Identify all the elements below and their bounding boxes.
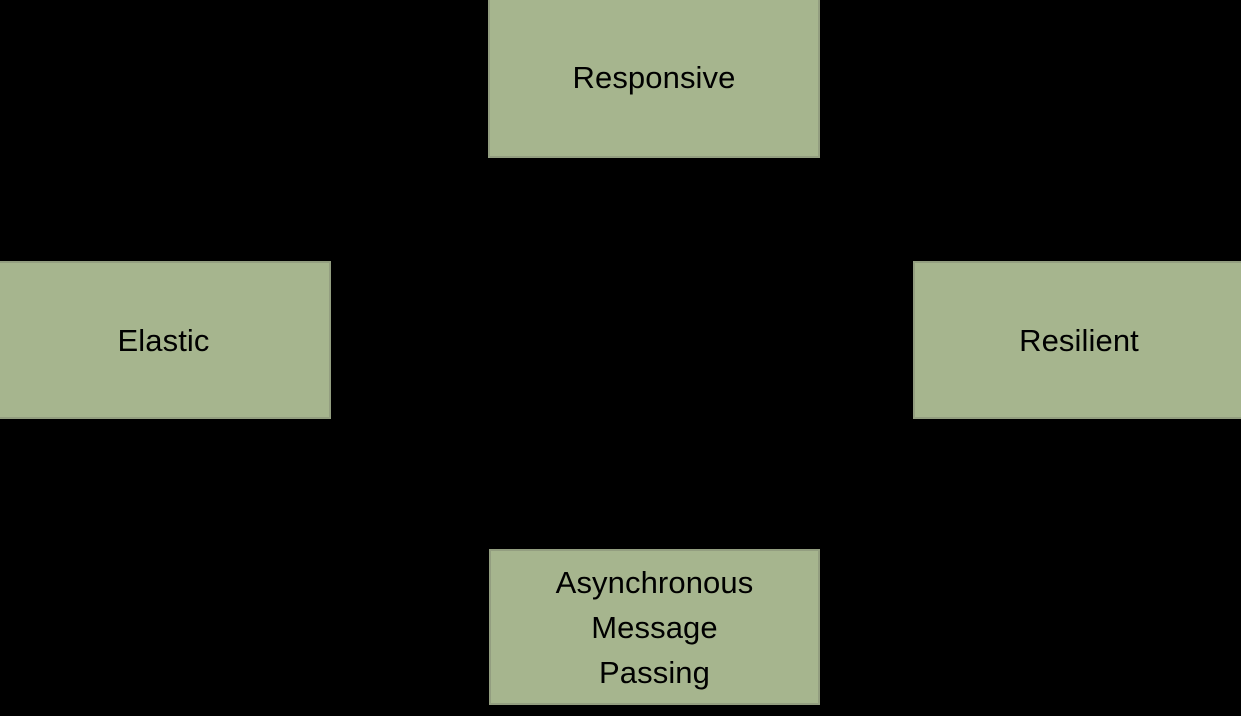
node-resilient-label: Resilient bbox=[1019, 322, 1139, 358]
notch-elastic-bottom bbox=[164, 415, 168, 425]
notch-async-right bbox=[818, 625, 828, 629]
node-responsive[interactable]: Responsive bbox=[488, 0, 820, 158]
notch-elastic-top bbox=[164, 253, 168, 263]
node-elastic[interactable]: Elastic bbox=[0, 261, 331, 419]
node-async-message-passing-label: Asynchronous Message Passing bbox=[555, 564, 754, 690]
notch-resilient-left bbox=[907, 339, 917, 343]
notch-responsive-right bbox=[818, 78, 828, 82]
edge-elastic-responsive bbox=[164, 78, 488, 261]
edge-elastic-async bbox=[164, 419, 489, 629]
notch-resilient-top bbox=[1075, 253, 1079, 263]
notch-async-left bbox=[482, 625, 492, 629]
edge-async-resilient bbox=[820, 419, 1079, 629]
edge-responsive-resilient bbox=[820, 78, 1079, 261]
notch-responsive-left bbox=[480, 78, 490, 82]
node-resilient[interactable]: Resilient bbox=[913, 261, 1241, 419]
node-elastic-label: Elastic bbox=[117, 322, 210, 358]
node-async-message-passing[interactable]: Asynchronous Message Passing bbox=[489, 549, 820, 705]
node-responsive-label: Responsive bbox=[572, 59, 736, 95]
